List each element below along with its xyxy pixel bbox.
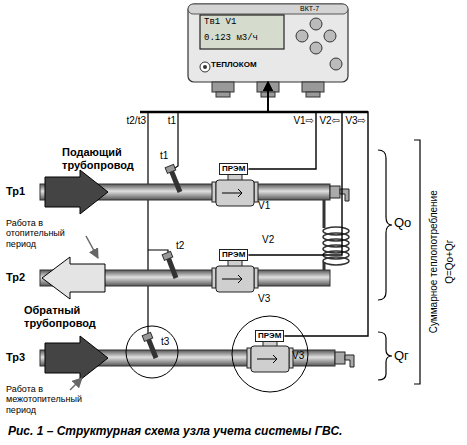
heat-meter-housing (296, 30, 308, 42)
heat-meter-housing (203, 65, 207, 69)
bracket (378, 150, 392, 300)
label: t2 (176, 240, 184, 252)
heat-calculator: ВКТ-7Тв1 V1 0.123 м3/чТЕПЛОКОМ (188, 4, 348, 82)
highlight-circle (232, 316, 308, 392)
cable-gland (306, 92, 320, 97)
display-text: 0.123 м3/ч (204, 34, 258, 44)
pipe (40, 184, 335, 366)
water-tap (334, 187, 337, 188)
flow-meter-body (254, 268, 258, 288)
temperature-sensor (148, 338, 156, 358)
heating-coil (323, 200, 349, 270)
label: Qг (394, 349, 409, 364)
water-tap (345, 355, 354, 367)
label: Подающий трубопровод (62, 146, 144, 171)
flow-meter-body (247, 348, 251, 368)
vertical-note: Q=Qо+Qг (444, 240, 456, 284)
label: V2⇦ (319, 115, 340, 127)
vertical-note: Суммарное теплопотребление (428, 190, 440, 333)
water-tap (335, 352, 345, 364)
label: t1 (160, 150, 168, 162)
flow-meter-body (216, 266, 254, 292)
flow-arrow (45, 170, 108, 214)
flow-arrow (42, 257, 105, 299)
meter-label: ПРЭМ (222, 250, 245, 260)
heat-meter-housing (188, 4, 348, 82)
flow-meter-body (222, 275, 242, 283)
bracket (378, 332, 392, 380)
label: Работа в отопительный период (6, 218, 84, 249)
flow-meter-head: ПРЭМ (219, 249, 248, 261)
cable-gland (212, 82, 234, 92)
flow-meter-body (257, 355, 277, 363)
label: t1 (168, 115, 176, 127)
heat-meter-housing (200, 15, 284, 49)
meter-label: ПРЭМ (222, 164, 245, 174)
temperature-sensor (142, 164, 180, 358)
signal-connector (248, 82, 342, 255)
temperature-sensor (171, 170, 180, 192)
flow-meter-head: ПРЭМ (255, 330, 284, 342)
flow-arrow (42, 170, 108, 380)
label: V3 (292, 350, 304, 362)
flow-meter-body (212, 174, 293, 372)
label: V2 (262, 234, 274, 246)
heating-coil (323, 257, 349, 265)
hint-arrow (70, 378, 82, 390)
label: V3 (258, 293, 270, 305)
signal-wire (147, 112, 148, 338)
bracket (378, 140, 420, 384)
flow-meter-body (251, 346, 289, 372)
flow-meter-head: ПРЭМ (219, 163, 248, 175)
label: Работа в межотопительный период (6, 384, 98, 415)
model-name: ВКТ-7 (300, 5, 319, 13)
label: V1 (258, 200, 270, 212)
heat-meter-housing (188, 4, 348, 82)
heat-meter-housing (330, 58, 342, 70)
flow-meter-body (212, 268, 216, 288)
water-tap (330, 186, 340, 198)
highlight-circle (126, 316, 308, 392)
flow-arrow (45, 336, 108, 380)
cable-gland (302, 82, 324, 92)
label: V3⇨ (345, 115, 366, 127)
heat-meter-housing (310, 18, 322, 30)
signal-connector (248, 82, 316, 169)
meter-label: ПРЭМ (258, 331, 281, 341)
figure-caption: Рис. 1 – Структурная схема узла учета си… (8, 424, 342, 438)
bracket (414, 140, 420, 384)
flow-meter-body (254, 182, 258, 202)
label: Тр2 (6, 271, 25, 284)
display-text: Тв1 V1 (204, 18, 236, 28)
flow-meter-body (222, 189, 242, 197)
label: Обратный трубопровод (24, 304, 114, 329)
label: Тр3 (6, 351, 25, 364)
temperature-sensor (142, 332, 153, 341)
heat-meter-housing (200, 62, 210, 72)
cable-gland (216, 92, 230, 97)
heat-meter-housing (324, 30, 336, 42)
heat-meter-housing (188, 4, 348, 14)
temperature-sensor (162, 251, 173, 260)
label: Qо (394, 216, 411, 231)
brand-logo: ТЕПЛОКОМ (211, 61, 257, 70)
highlight-circle (126, 326, 178, 378)
heating-coil (323, 200, 326, 228)
temperature-sensor (168, 257, 176, 278)
flow-meter-body (216, 180, 254, 206)
signal-wire (140, 112, 368, 338)
label: t2/t3 (127, 115, 146, 127)
hint-arrow (86, 236, 98, 258)
heat-meter-housing (310, 42, 322, 54)
flow-meter-body (212, 182, 216, 202)
signal-connector (268, 82, 368, 336)
label: V1⇨ (293, 115, 314, 127)
temperature-sensor (165, 164, 176, 173)
label: t3 (161, 336, 169, 348)
label: Тр1 (6, 185, 25, 198)
